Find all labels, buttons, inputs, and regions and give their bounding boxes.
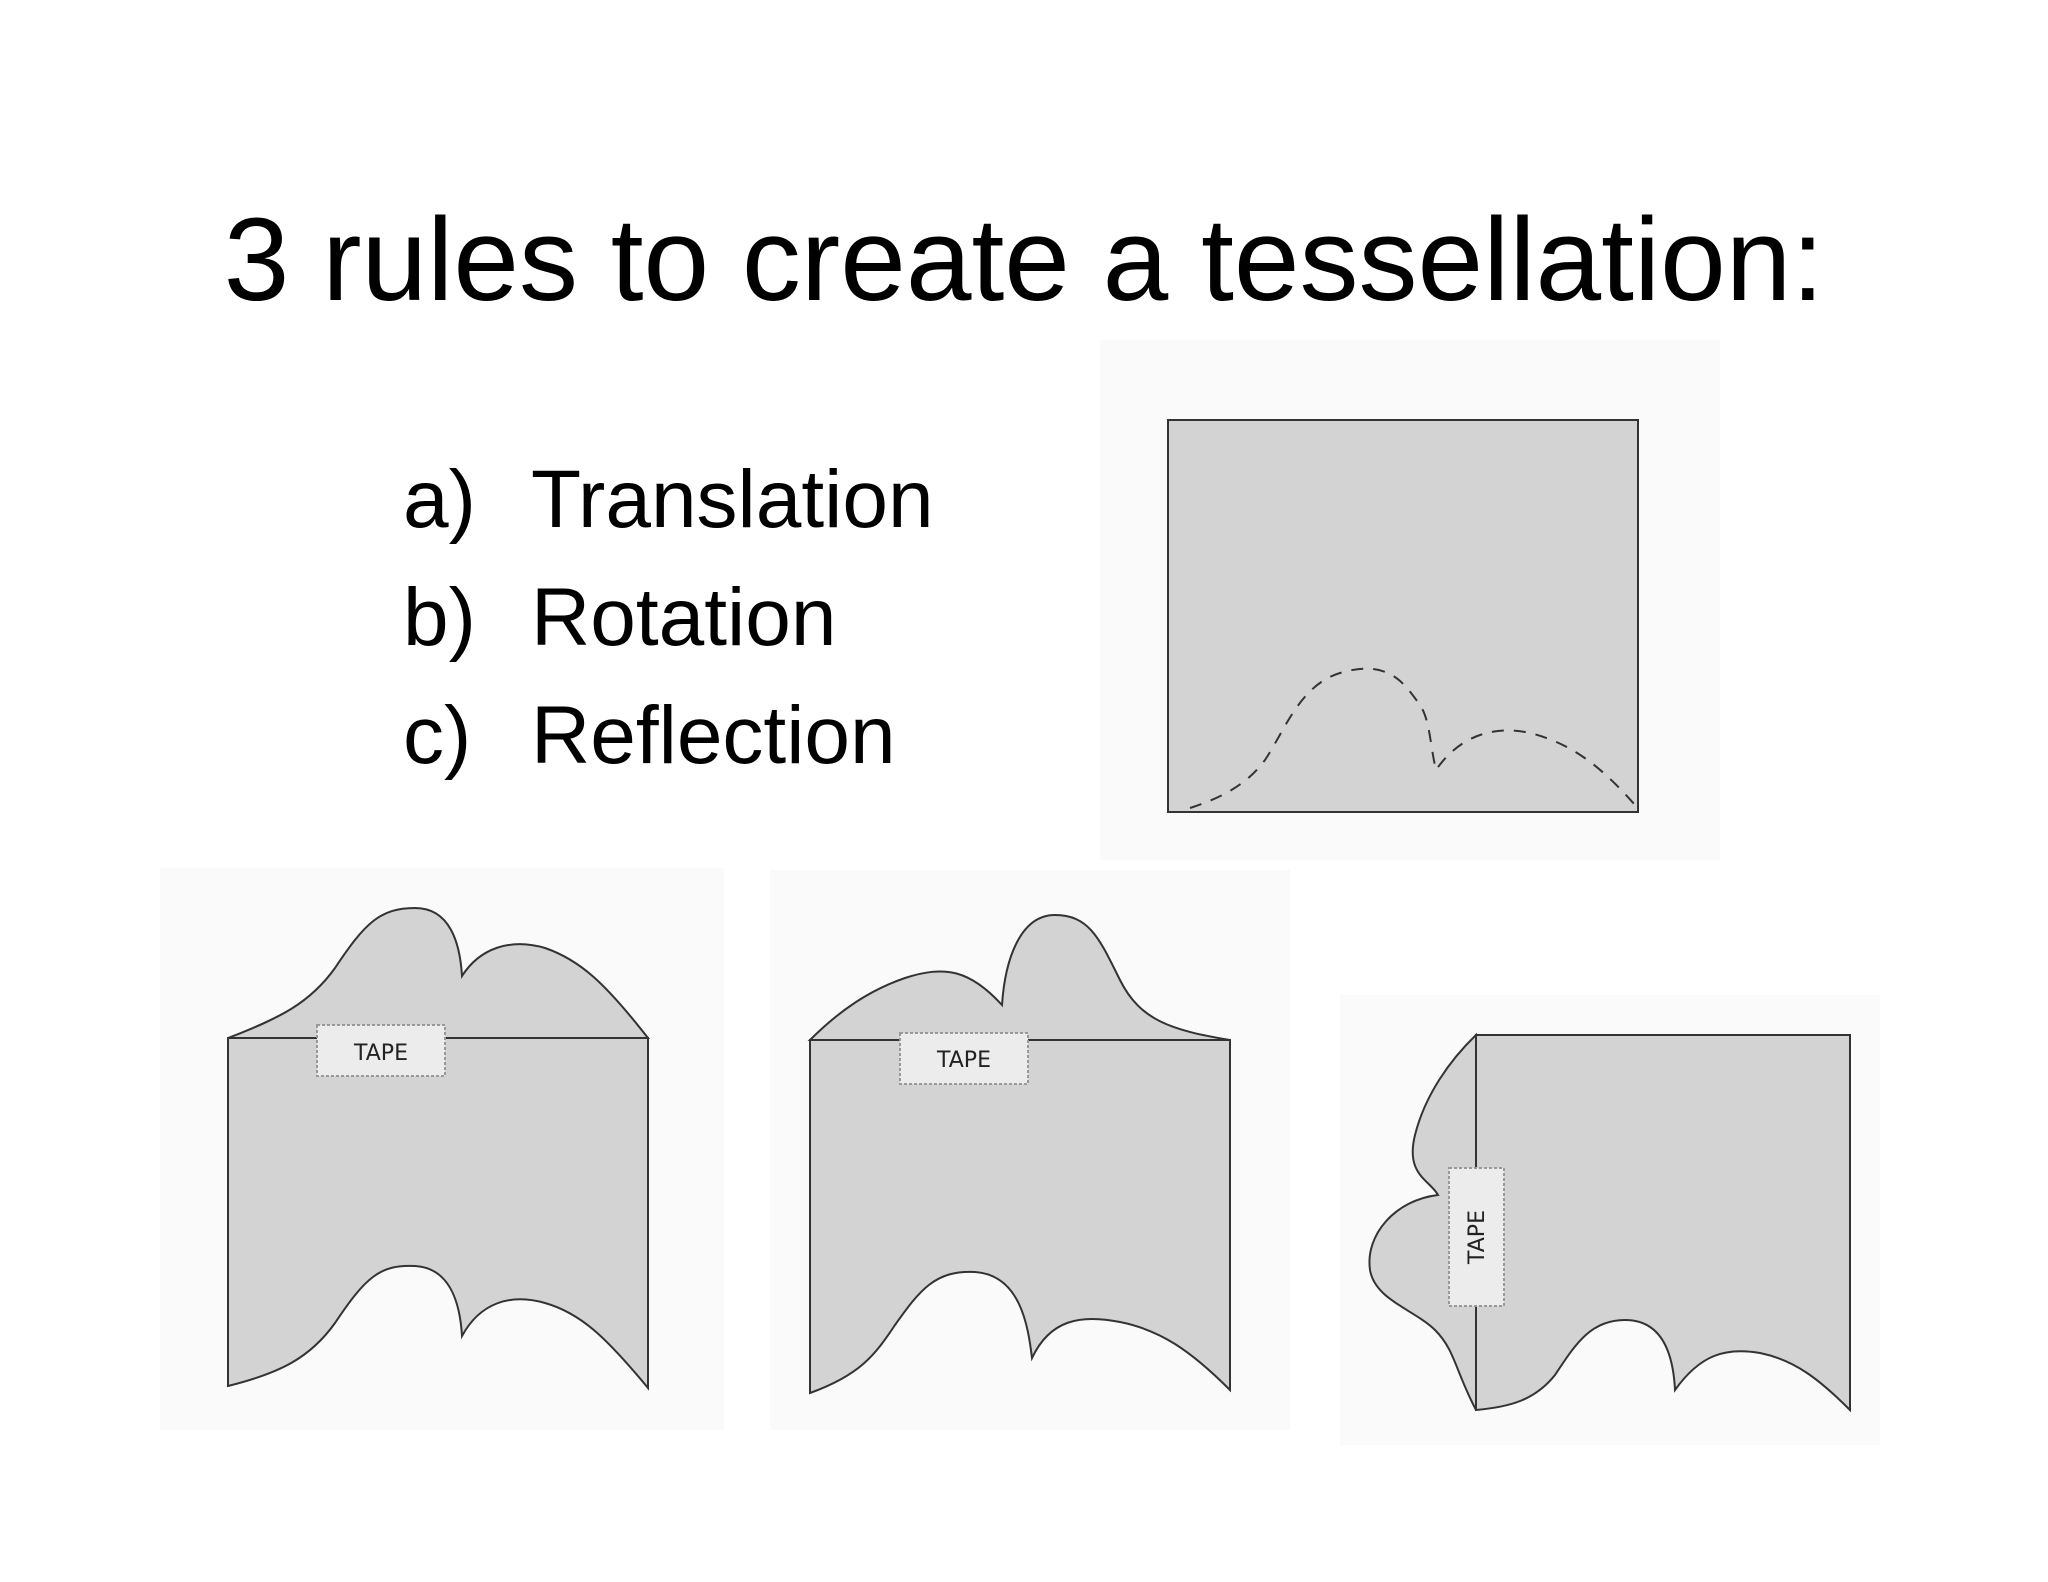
- rule-marker: b): [403, 572, 476, 663]
- translation-figure: TAPE: [160, 868, 724, 1430]
- tape-label: TAPE: [353, 1041, 408, 1066]
- translation-diagram: TAPE: [160, 868, 724, 1430]
- translated-shape-body: [227, 1037, 649, 1391]
- rule-text: Translation: [531, 454, 934, 545]
- tape-strip: [899, 1032, 1029, 1085]
- rotation-figure: TAPE: [770, 870, 1290, 1430]
- rule-text: Rotation: [531, 572, 837, 663]
- tape-label: TAPE: [936, 1048, 991, 1073]
- tape-strip: [316, 1024, 446, 1077]
- tape-label: TAPE: [1465, 1210, 1490, 1265]
- rotated-cut-piece: [807, 913, 1231, 1041]
- tape-strip: [1448, 1167, 1505, 1307]
- rotated-shape-body: [809, 1039, 1231, 1395]
- rule-marker: a): [403, 454, 476, 545]
- page-title: 3 rules to create a tessellation:: [223, 194, 1825, 326]
- rotation-diagram: TAPE: [770, 870, 1290, 1430]
- rule-text: Reflection: [531, 690, 896, 781]
- translated-cut-piece: [227, 906, 651, 1039]
- square-cut-figure: [1100, 340, 1720, 860]
- rule-marker: c): [403, 690, 472, 781]
- paper-square: [1167, 419, 1639, 813]
- square-cut-diagram: [1100, 340, 1720, 860]
- reflected-shape-body: [1475, 1034, 1851, 1413]
- reflected-cut-piece: [1368, 1032, 1477, 1411]
- dashed-cut-line: [1189, 667, 1636, 809]
- reflection-diagram: TAPE: [1340, 995, 1880, 1445]
- reflection-figure: TAPE: [1340, 995, 1880, 1445]
